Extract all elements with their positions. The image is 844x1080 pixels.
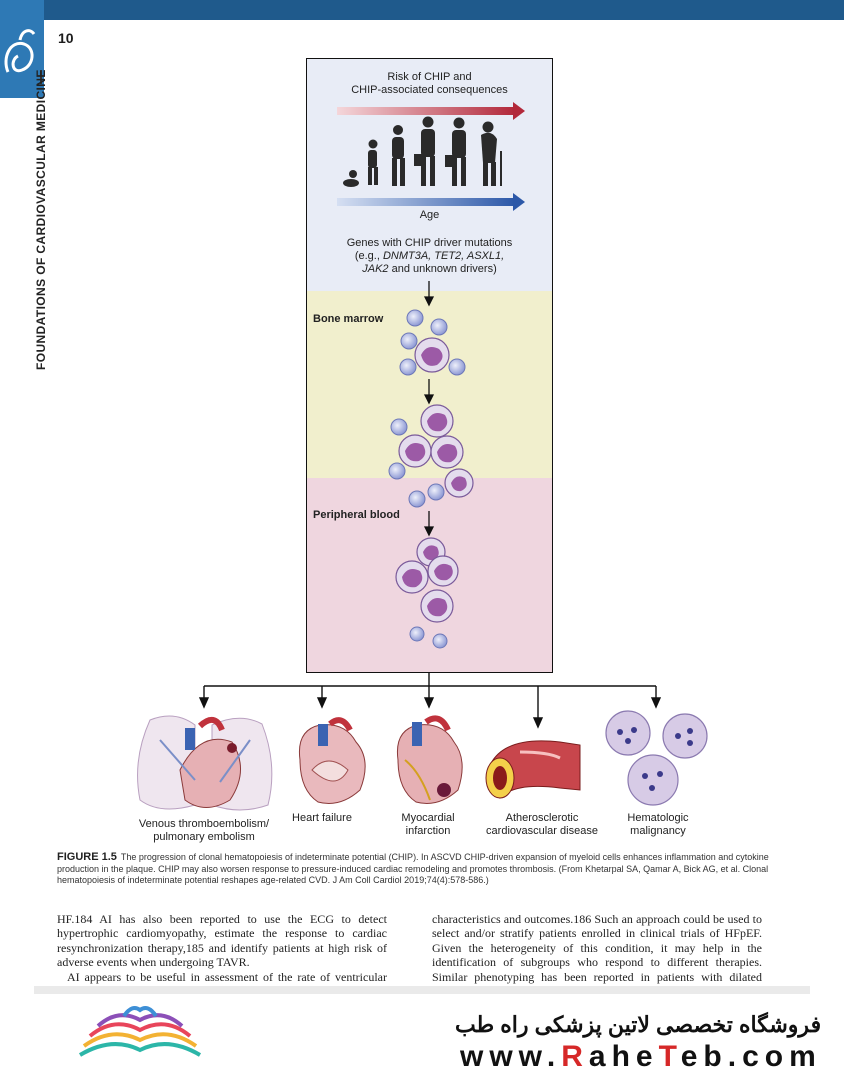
body-paragraph: HF.184 AI has also been reported to use …: [57, 912, 387, 970]
figure-panel: Risk of CHIP and CHIP-associated consequ…: [306, 58, 553, 673]
distribution-arrows: [198, 672, 662, 729]
expanding-clone-cells: [388, 404, 474, 508]
flow-arrows: [423, 281, 435, 537]
outcome-label-heart-failure: Heart failure: [292, 812, 352, 824]
age-arrow: [337, 193, 525, 211]
peripheral-blood-label: Peripheral blood: [313, 509, 400, 521]
publisher-logo-icon: [4, 29, 36, 73]
peripheral-blood-cells: [395, 537, 459, 649]
figure-caption-label: FIGURE 1.5: [57, 851, 117, 863]
side-tick: [40, 70, 42, 84]
heart-failure-icon: [298, 717, 366, 804]
running-title: FOUNDATIONS OF CARDIOVASCULAR MEDICINE: [34, 69, 48, 370]
site-url: www.RaheTeb.com: [460, 1040, 822, 1073]
risk-arrow: [337, 102, 525, 120]
myocardial-infarction-icon: [396, 715, 463, 804]
lungs-heart-icon: [137, 715, 273, 811]
aging-silhouettes-icon: [343, 116, 502, 187]
risk-label: Risk of CHIP and CHIP-associated consequ…: [351, 71, 508, 96]
bone-marrow-cells: [399, 309, 466, 376]
scan-fade-strip: [34, 986, 810, 994]
top-color-bar: [0, 0, 844, 20]
hematologic-malignancy-cells-icon: [605, 710, 708, 806]
atherosclerotic-artery-icon: [485, 740, 581, 799]
bone-marrow-label: Bone marrow: [313, 313, 384, 325]
age-label: Age: [419, 209, 440, 221]
shop-name: فروشگاه تخصصی لاتین پزشکی راه طب: [455, 1012, 822, 1037]
figure-panel-graphics: [337, 102, 525, 649]
risk-section: [307, 59, 552, 291]
figure-caption-text: The progression of clonal hematopoiesis …: [57, 852, 769, 885]
publisher-logo-corner: [0, 0, 44, 98]
genes-label: Genes with CHIP driver mutations (e.g., …: [346, 237, 513, 275]
page-number: 10: [58, 30, 74, 46]
outcome-label-vte: Venous thromboembolism/pulmonary embolis…: [138, 818, 270, 843]
